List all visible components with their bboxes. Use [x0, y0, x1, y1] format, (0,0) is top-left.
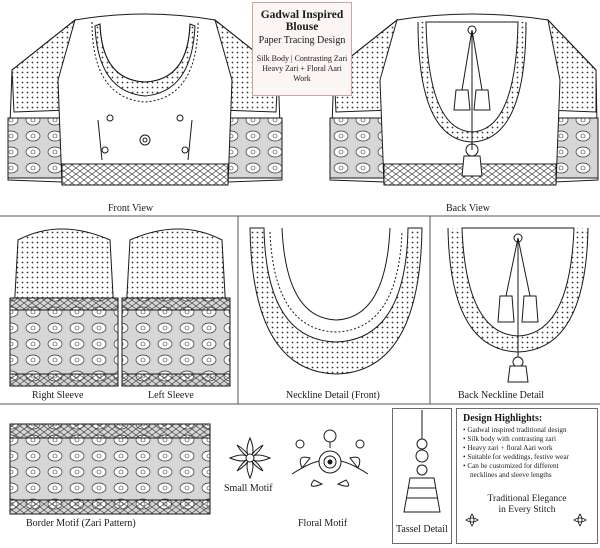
tassel-detail-frame — [392, 408, 452, 544]
caption-back-neckline: Back Neckline Detail — [458, 390, 545, 401]
tassel-drawing — [403, 410, 441, 513]
caption-back-view: Back View — [446, 203, 490, 214]
caption-tassel: Tassel Detail — [396, 524, 448, 535]
caption-small-motif: Small Motif — [224, 483, 273, 494]
caption-front-view: Front View — [108, 203, 154, 214]
tagline-flourish-icon — [465, 513, 587, 527]
highlights-list: Gadwal inspired traditional design Silk … — [463, 426, 591, 471]
caption-floral-motif: Floral Motif — [298, 518, 348, 529]
design-highlights-box: Design Highlights: Gadwal inspired tradi… — [456, 408, 598, 544]
back-view-blouse — [329, 13, 599, 186]
tagline-line2: in Every Stitch — [498, 505, 556, 515]
caption-right-sleeve: Right Sleeve — [32, 390, 84, 401]
floral-motif-drawing — [291, 429, 369, 487]
highlight-continuation: necklines and sleeve lengths — [470, 471, 552, 479]
highlight-item: Suitable for weddings, festive wear — [463, 453, 591, 462]
front-view-blouse — [7, 13, 283, 186]
left-sleeve-drawing — [121, 228, 231, 387]
title-line2: Paper Tracing Design — [258, 35, 346, 46]
border-motif-drawing — [9, 423, 211, 515]
spec-line1: Silk Body | Contrasting Zari — [256, 54, 348, 63]
caption-neckline-front: Neckline Detail (Front) — [286, 390, 380, 401]
highlight-item: Gadwal inspired traditional design — [463, 426, 591, 435]
tagline-line1: Traditional Elegance — [487, 494, 567, 504]
caption-border-motif: Border Motif (Zari Pattern) — [26, 518, 136, 529]
title-line1: Gadwal Inspired Blouse — [260, 9, 344, 33]
caption-left-sleeve: Left Sleeve — [148, 390, 194, 401]
highlight-item: Silk body with contrasting zari — [463, 435, 591, 444]
highlights-heading: Design Highlights: — [463, 413, 543, 424]
neckline-front-drawing — [249, 227, 423, 375]
right-sleeve-drawing — [9, 228, 119, 387]
title-card: Gadwal Inspired Blouse Paper Tracing Des… — [252, 2, 352, 96]
back-neckline-drawing — [440, 227, 596, 383]
highlight-item: Heavy zari + floral Aari work — [463, 444, 591, 453]
spec-line2: Heavy Zari + Floral Aari Work — [262, 64, 342, 83]
highlight-item: Can be customized for different — [463, 462, 591, 471]
small-motif-drawing — [228, 436, 272, 480]
